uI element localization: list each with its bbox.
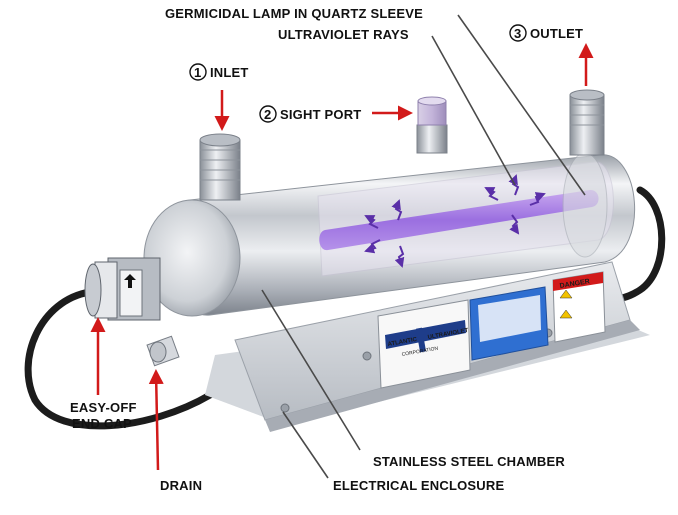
germicidal-lamp <box>319 189 599 251</box>
sight-port-number: 2 <box>264 107 271 122</box>
arrow-up-icon <box>124 274 136 288</box>
sight-port-label: SIGHT PORT <box>280 107 361 122</box>
pointer-lines <box>90 43 594 471</box>
inlet-label: INLET <box>210 65 249 80</box>
outlet-number: 3 <box>514 26 521 41</box>
danger-title: DANGER <box>559 278 590 290</box>
enclosure-leader <box>282 411 329 479</box>
drain-valve <box>146 335 180 367</box>
inlet-number-badge <box>189 63 207 81</box>
chamber-leader <box>261 289 361 451</box>
outlet-number-badge <box>509 24 527 42</box>
leader-lines <box>261 14 586 479</box>
inlet-pipe <box>199 133 241 201</box>
uv-rays-label: ULTRAVIOLET RAYS <box>278 27 409 42</box>
end-cap-label-line1: EASY-OFF <box>70 400 137 415</box>
outlet-label: OUTLET <box>530 26 583 41</box>
drain-label: DRAIN <box>160 478 202 493</box>
lamp-leader <box>457 14 586 196</box>
end-cap-label-line2: END CAP <box>72 416 132 431</box>
inlet-callout: 1 INLET <box>189 63 249 81</box>
stainless-steel-chamber <box>166 152 636 316</box>
sight-port-number-badge <box>259 105 277 123</box>
uv-rays <box>364 174 546 268</box>
sight-port-callout: 2 SIGHT PORT <box>259 105 361 123</box>
spec-label <box>469 286 549 361</box>
outlet-pipe <box>569 89 605 156</box>
lamp-label: GERMICIDAL LAMP IN QUARTZ SLEEVE <box>165 6 423 21</box>
end-cap <box>84 257 161 321</box>
outlet-callout: 3 OUTLET <box>509 24 583 42</box>
plate-brand-left: ATLANTIC <box>387 337 418 348</box>
uv-leader <box>431 35 516 186</box>
sight-port <box>416 96 448 154</box>
company-plate: ATLANTIC ULTRAVIOLET CORPORATION <box>377 299 471 389</box>
danger-label: DANGER <box>552 271 606 343</box>
chamber-label: STAINLESS STEEL CHAMBER <box>373 454 565 469</box>
inlet-number: 1 <box>194 65 201 80</box>
drain-arrow <box>148 369 164 471</box>
enclosure-label: ELECTRICAL ENCLOSURE <box>333 478 504 493</box>
